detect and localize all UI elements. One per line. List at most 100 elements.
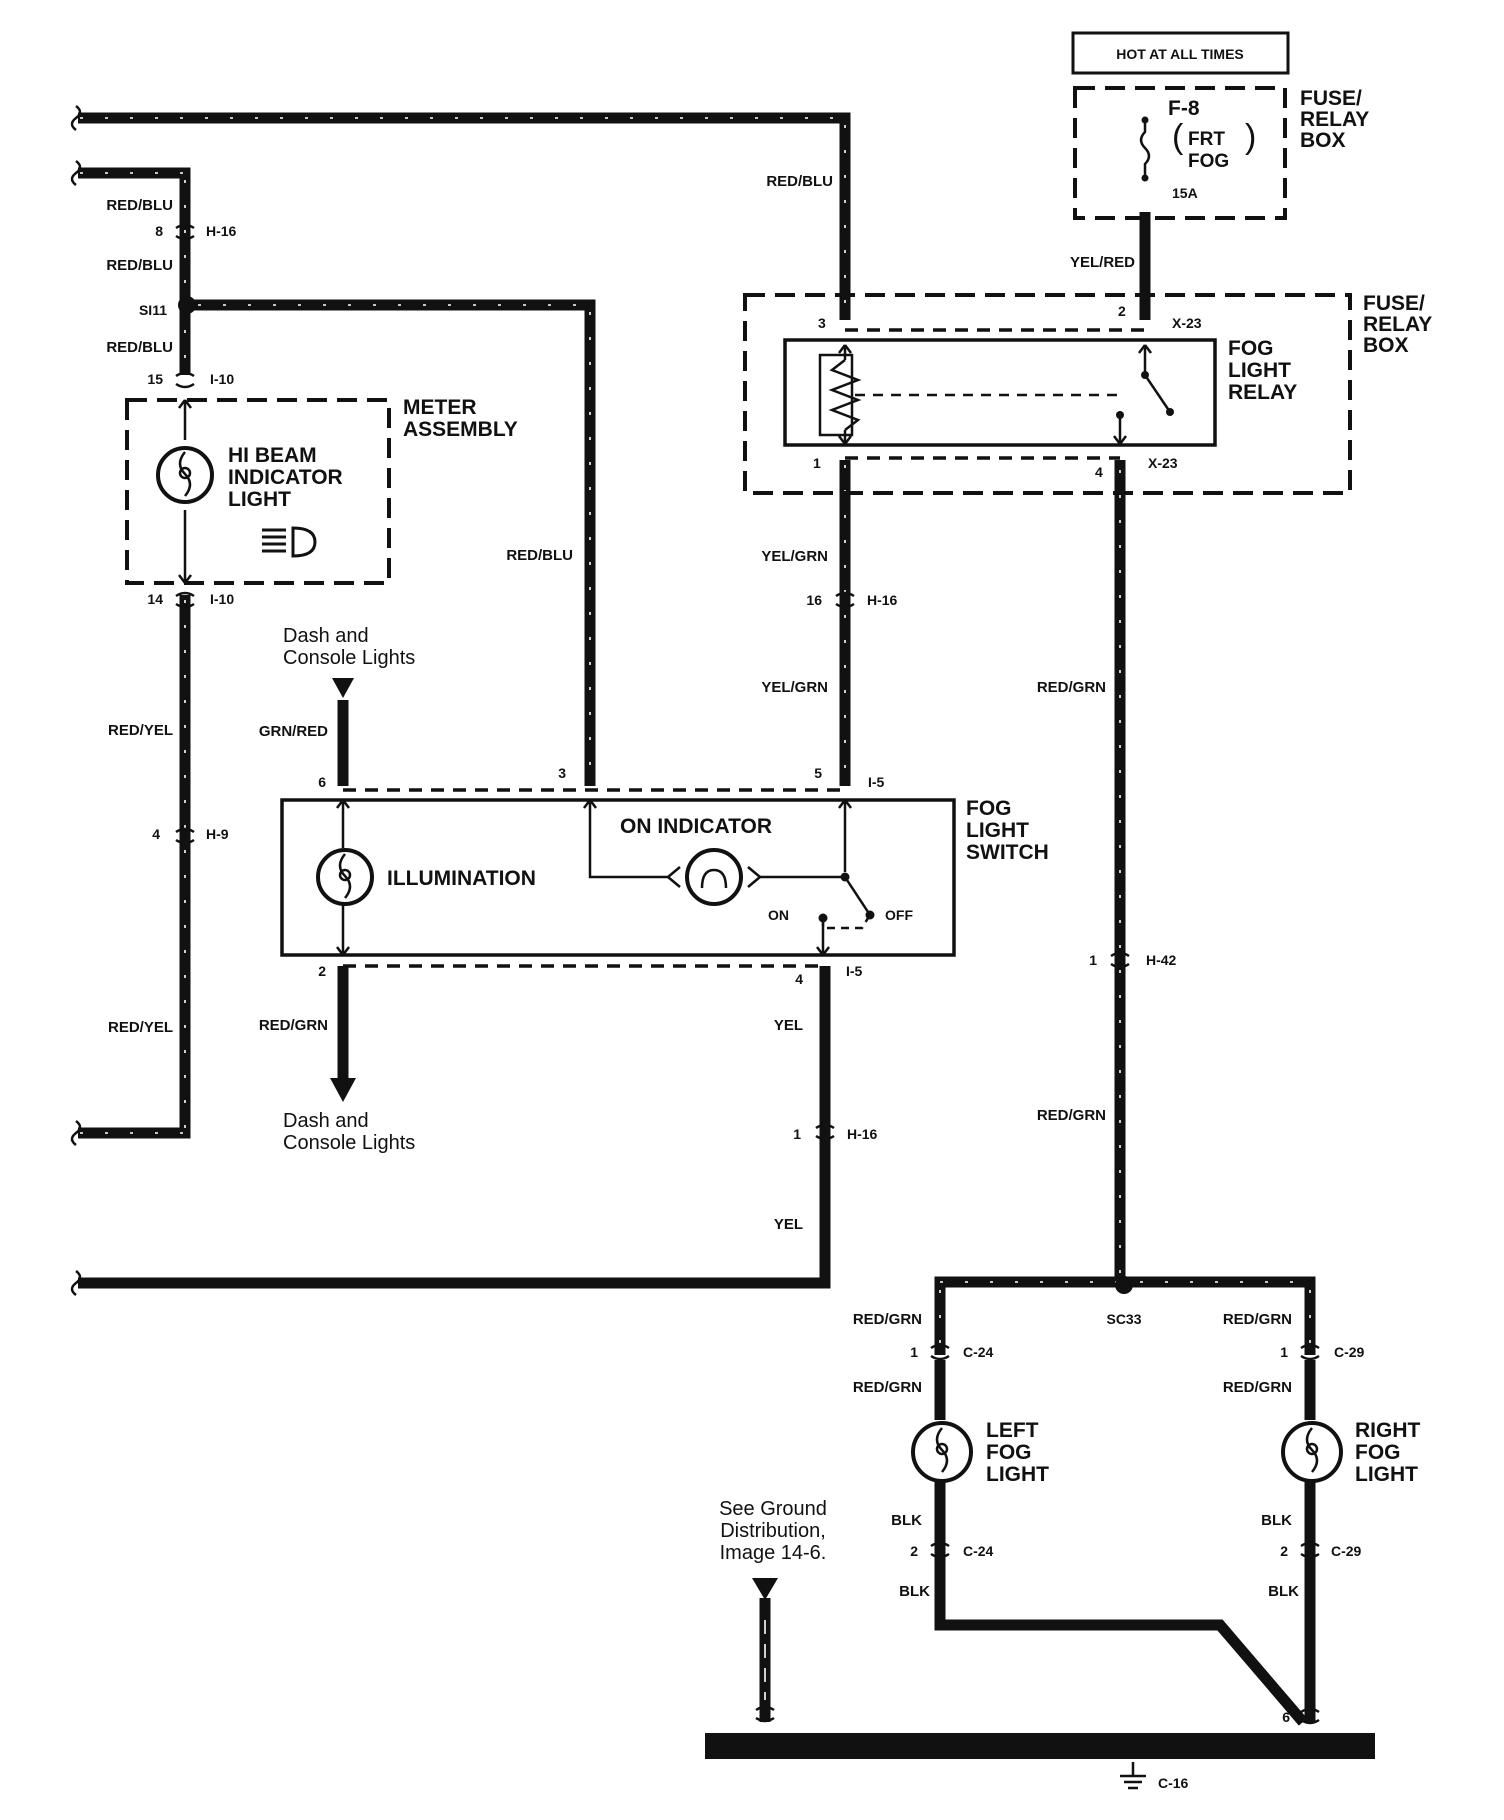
center-wire-1: YEL/GRN [761, 548, 828, 565]
left-fog-c2: C-24 [963, 1543, 994, 1559]
left-fog-c1-pin: 1 [910, 1344, 918, 1360]
splice-sc33-dot [1115, 1276, 1133, 1294]
left-fog-c1: C-24 [963, 1344, 994, 1360]
svg-text:(: ( [1172, 118, 1184, 156]
dash-bottom-line-1: Dash and [283, 1110, 369, 1132]
hi-beam-name-line-2: INDICATOR [228, 466, 343, 489]
right-fog-c1: C-29 [1334, 1344, 1365, 1360]
left-c1: H-16 [206, 223, 237, 239]
right-fog-name-line-3: LIGHT [1355, 1463, 1418, 1486]
relay-pin-4: 4 [1095, 464, 1103, 480]
switch-lever-icon [843, 876, 872, 916]
dash-top-line-2: Console Lights [283, 647, 415, 669]
fuse-name-line-1: FRT [1188, 129, 1225, 150]
dash-console-top: Dash and Console Lights GRN/RED [259, 625, 415, 740]
right-fog-blk-2: BLK [1268, 1583, 1299, 1600]
hi-beam-name-line-3: LIGHT [228, 488, 291, 511]
left-wire-2: RED/BLU [106, 257, 173, 274]
wire-to-switch-label: RED/BLU [506, 547, 573, 564]
splice-sc33: SC33 [1106, 1311, 1141, 1327]
relay-coil-icon [828, 345, 862, 444]
relay-name-line-3: RELAY [1228, 381, 1297, 404]
right-fog-c2: C-29 [1331, 1543, 1362, 1559]
left-circuit-labels: RED/BLU 8 H-16 RED/BLU SI11 RED/BLU 15 I… [106, 173, 833, 1036]
fuse-box-top-line-2: RELAY [1300, 108, 1369, 131]
center-c1: H-16 [867, 592, 898, 608]
switch-name-line-2: LIGHT [966, 819, 1029, 842]
left-c3: I-10 [210, 591, 234, 607]
left-fog-blk-2: BLK [899, 1583, 930, 1600]
right-c1-pin: 1 [1089, 952, 1097, 968]
center-yel-1: YEL [774, 1017, 803, 1034]
ground-pin: 6 [1282, 1709, 1290, 1725]
switch-pin-4: 4 [795, 971, 803, 987]
on-indicator-label: ON INDICATOR [620, 815, 772, 838]
fuse-box-relay-line-2: RELAY [1363, 313, 1432, 336]
wire-continuation-marks [70, 105, 82, 1296]
ground-bus-bar [705, 1733, 1375, 1759]
left-wire-1: RED/BLU [106, 197, 173, 214]
left-connectors [175, 223, 195, 845]
fog-light-relay-block: FUSE/ RELAY BOX FOG LIGHT RELAY 3 2 X-23… [743, 292, 1432, 495]
switch-pin-2: 2 [318, 963, 326, 979]
ground-note-line-3: Image 14-6. [720, 1542, 827, 1564]
center-yel-2: YEL [774, 1216, 803, 1233]
switch-on-label: ON [768, 907, 789, 923]
left-fog-name-line-2: FOG [986, 1441, 1032, 1464]
left-wire-3: RED/BLU [106, 339, 173, 356]
left-fog-bulb-icon [911, 1421, 973, 1483]
dash-bottom-arrow-icon [330, 1078, 356, 1102]
right-fog-wire-2: RED/GRN [1223, 1379, 1292, 1396]
wire-blk-left [934, 1495, 1308, 1726]
relay-name-line-2: LIGHT [1228, 359, 1291, 382]
wire-red-blu-to-relay [78, 112, 851, 320]
relay-in-wire-label: RED/BLU [766, 173, 833, 190]
ground-ref-arrow-icon [752, 1578, 778, 1600]
fuse-box-relay-line-1: FUSE/ [1363, 292, 1425, 315]
wire-red-blu-to-switch [193, 299, 596, 786]
left-fog-name-line-1: LEFT [986, 1419, 1039, 1442]
fuse-box-relay-line-3: BOX [1363, 334, 1409, 357]
left-fog-name-line-3: LIGHT [986, 1463, 1049, 1486]
relay-name-line-1: FOG [1228, 337, 1274, 360]
meter-assembly: METER ASSEMBLY HI BEAM INDICATOR LIGHT [125, 396, 518, 585]
hot-at-all-times-label: HOT AT ALL TIMES [1116, 46, 1244, 62]
wire-label-yel-red: YEL/RED [1070, 254, 1135, 271]
switch-name-line-1: FOG [966, 797, 1012, 820]
left-c3-pin: 14 [147, 591, 163, 607]
on-indicator-bulb-icon [685, 848, 743, 906]
dash-top-wire: GRN/RED [259, 723, 328, 740]
relay-pin-1: 1 [813, 455, 821, 471]
left-c2: I-10 [210, 371, 234, 387]
left-c4: H-9 [206, 826, 229, 842]
right-fog-blk-1: BLK [1261, 1512, 1292, 1529]
right-c1: H-42 [1146, 952, 1177, 968]
left-fog-wire-2: RED/GRN [853, 1379, 922, 1396]
relay-pin-2: 2 [1118, 303, 1126, 319]
left-wire-5: RED/YEL [108, 1019, 173, 1036]
dash-top-line-1: Dash and [283, 625, 369, 647]
high-beam-icon [262, 526, 317, 558]
right-fog-name-line-1: RIGHT [1355, 1419, 1421, 1442]
center-c1-pin: 16 [806, 592, 822, 608]
fuse-amps: 15A [1172, 185, 1198, 201]
meter-name-line-2: ASSEMBLY [403, 418, 518, 441]
switch-pin-5: 5 [814, 765, 822, 781]
right-fog-name-line-2: FOG [1355, 1441, 1401, 1464]
left-c1-pin: 8 [155, 223, 163, 239]
center-wire-2: YEL/GRN [761, 679, 828, 696]
left-fog-wire-1: RED/GRN [853, 1311, 922, 1328]
splice-si11-dot [178, 296, 196, 314]
dash-top-arrow-icon [332, 678, 354, 698]
left-fog-light: RED/GRN 1 C-24 RED/GRN LEFT FOG LIGHT BL… [853, 1311, 1049, 1600]
switch-connector-top: I-5 [868, 774, 885, 790]
fuse-id: F-8 [1168, 97, 1200, 120]
switch-pin-3: 3 [558, 765, 566, 781]
center-labels: YEL/GRN 16 H-16 YEL/GRN YEL 1 H-16 YEL [761, 548, 897, 1233]
ground-note-line-2: Distribution, [720, 1520, 826, 1542]
ground-connector: C-16 [1158, 1775, 1189, 1791]
illumination-label: ILLUMINATION [387, 867, 536, 890]
dash-bottom-line-2: Console Lights [283, 1132, 415, 1154]
left-fog-blk-1: BLK [891, 1512, 922, 1529]
